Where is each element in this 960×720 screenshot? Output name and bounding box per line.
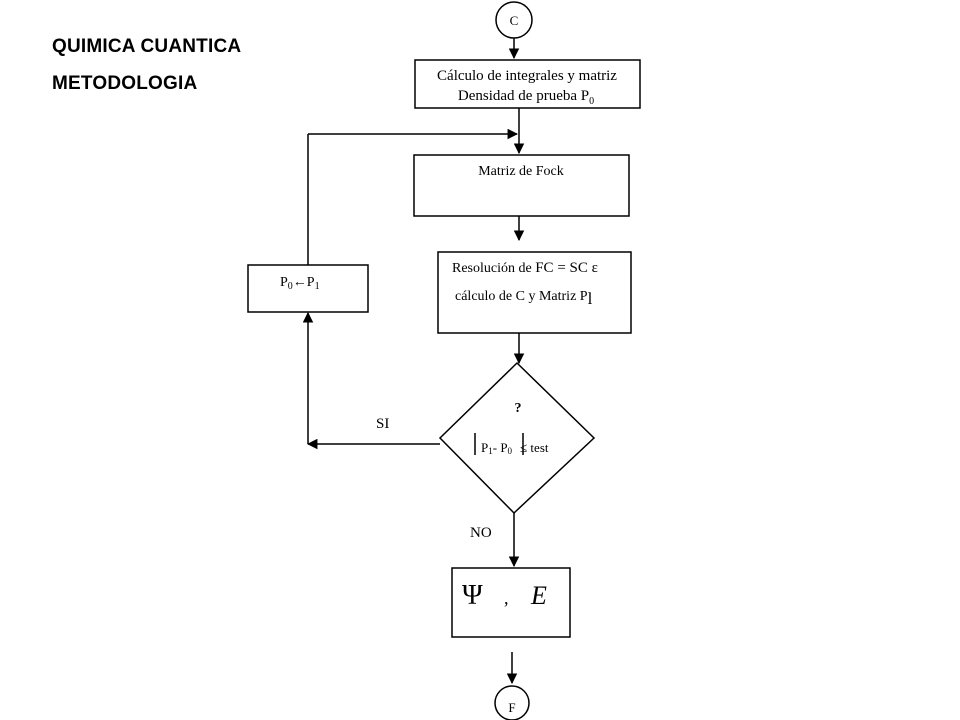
solve-text-line1: Resolución de FC = SC ε xyxy=(452,260,598,276)
decision-condition: P1- P0≤ test xyxy=(481,440,549,456)
end-node xyxy=(494,685,530,720)
fock-text: Matriz de Fock xyxy=(478,164,564,179)
no-label: NO xyxy=(470,525,492,541)
result-e: E xyxy=(530,581,547,610)
init-text-line2: Densidad de prueba P0 xyxy=(458,88,594,107)
result-psi: Ψ xyxy=(462,580,483,611)
init-text-line1: Cálculo de integrales y matriz xyxy=(437,68,617,84)
decision-question: ? xyxy=(515,401,522,416)
update-box xyxy=(247,264,369,313)
page-title: QUIMICA CUANTICA xyxy=(52,36,242,57)
result-box xyxy=(451,567,571,638)
update-text: P0←P1 xyxy=(280,275,320,292)
fock-box xyxy=(413,154,630,217)
yes-label: SI xyxy=(376,416,389,432)
end-label: F xyxy=(508,700,515,715)
solve-text-line2: cálculo de C y Matriz Pl xyxy=(455,289,593,308)
init-box xyxy=(414,59,641,109)
start-label: C xyxy=(510,13,519,28)
decision-diamond xyxy=(438,361,596,515)
result-comma: , xyxy=(504,588,509,608)
page-subtitle: METODOLOGIA xyxy=(52,73,198,94)
solve-box xyxy=(437,251,632,334)
